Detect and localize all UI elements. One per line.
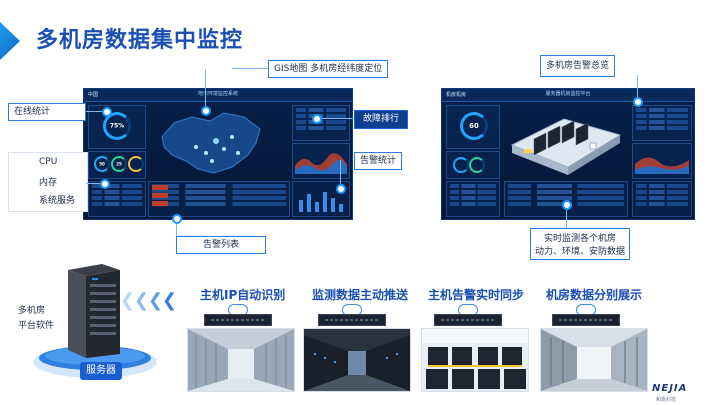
alarm-overview-marker-dot (633, 97, 643, 107)
machine-room-photo-4 (540, 328, 648, 392)
alarm-stats-marker-dot (336, 184, 346, 194)
alarm-list-panel (148, 181, 290, 217)
resource-marker-dot (100, 179, 110, 189)
trend-chart (632, 143, 692, 179)
rack-server-icon (552, 314, 620, 326)
room-ring-chart: 60 (460, 112, 488, 140)
rack-server-icon (434, 314, 502, 326)
fault-rank-callout: 故障排行 (354, 110, 409, 129)
online-ring-chart: 75% (103, 112, 131, 140)
gis-callout-line (232, 68, 268, 69)
chevron-left-icon: ❮ (120, 290, 136, 311)
server-software-label-2: 平台软件 (18, 321, 55, 331)
alarm-stats-chart (292, 143, 350, 179)
realtime-callout: 实时监测各个机房 动力、环境、安防数据 (530, 228, 630, 260)
alarm-list-callout: 告警列表 (176, 236, 266, 254)
alarm-overview-leader-line (637, 75, 638, 99)
feature-title-2: 监测数据主动推送 (312, 288, 409, 302)
bar-stats-chart (299, 192, 343, 212)
fault-leader-line (318, 118, 354, 119)
device-list-panel (446, 181, 500, 217)
cpu-label: CPU (39, 157, 58, 167)
gis-marker-dot (201, 106, 211, 116)
online-leader-line (86, 111, 106, 112)
room-ring-value: 60 (469, 122, 479, 130)
online-stats-callout: 在线统计 (8, 103, 86, 121)
fault-marker-dot (312, 114, 322, 124)
dashboard-brand: 中国 (88, 92, 99, 98)
online-marker-dot (102, 107, 112, 117)
company-logo-subtitle: 和嘉科技 (656, 397, 677, 403)
resource-panel (446, 151, 500, 179)
server-tower-icon (68, 264, 120, 358)
fault-rank-panel (292, 105, 350, 141)
chevron-left-icon: ❮ (162, 290, 178, 311)
page-title: 多机房数据集中监控 (36, 28, 244, 53)
machine-room-photo-3 (421, 328, 529, 392)
alarm-tag (152, 185, 168, 190)
bar-stats-panel (292, 181, 350, 217)
feature-title-4: 机房数据分别展示 (546, 288, 643, 302)
rack-server-icon (318, 314, 386, 326)
feature-title-1: 主机IP自动识别 (200, 288, 286, 302)
gis-callout: GIS地图 多机房经纬度定位 (268, 60, 389, 78)
server-software-label-1: 多机房 (18, 306, 46, 316)
server-badge: 服务器 (80, 362, 122, 380)
alarm-list-leader-line (176, 222, 177, 236)
system-service-panel (88, 181, 146, 217)
resource-callout-box: CPU 内存 系统服务 (8, 152, 88, 212)
realtime-line-2: 动力、环境、安防数据 (534, 247, 625, 257)
chevron-left-icon: ❮ (148, 290, 164, 311)
rack-server-icon (204, 314, 272, 326)
gis-leader-line (205, 70, 206, 110)
resource-panel: 50 25 (88, 151, 146, 179)
dashboard-brand: 机房机房 (446, 92, 467, 98)
header-accent-stripe (0, 22, 20, 60)
small-ring-chart (469, 157, 485, 173)
resource-leader-line (86, 183, 104, 184)
dashboard-header: 地市环境监控系统 (197, 91, 239, 97)
alarm-overview-callout: 多机房告警总览 (540, 55, 616, 77)
event-list-panel (632, 181, 692, 217)
small-ring-chart (453, 157, 469, 173)
machine-room-photo-2 (303, 328, 411, 392)
alarm-tag (152, 201, 168, 206)
realtime-leader-line (566, 206, 567, 228)
alarm-stats-leader-line (340, 160, 341, 186)
machine-room-photo-1 (187, 328, 295, 392)
realtime-marker-dot (562, 200, 572, 210)
memory-ring-value: 25 (116, 161, 122, 167)
memory-ring-chart: 25 (111, 156, 127, 172)
alarm-stats-callout: 告警统计 (354, 152, 403, 170)
alarm-list-marker-dot (172, 214, 182, 224)
alarm-tag (152, 193, 168, 198)
dashboard-header: 服务器机房监控平台 (545, 91, 591, 97)
3d-machine-room-view (510, 118, 622, 175)
dashboard-topbar: 机房机房 服务器机房监控平台 (442, 89, 694, 102)
disk-ring-chart (128, 156, 144, 172)
online-stats-panel: 75% (88, 105, 146, 149)
room-stats-panel: 60 (446, 105, 500, 149)
company-logo: NEJIA (652, 383, 688, 394)
left-dashboard-screenshot: 中国 地市环境监控系统 75% 50 25 (83, 88, 353, 220)
online-ring-value: 75% (109, 122, 125, 130)
cpu-ring-chart: 50 (94, 156, 110, 172)
realtime-line-1: 实时监测各个机房 (543, 234, 616, 244)
chevron-left-icon: ❮ (134, 290, 150, 311)
china-gis-map (161, 112, 261, 174)
cpu-ring-value: 50 (99, 161, 105, 167)
alarm-overview-panel (632, 105, 692, 141)
system-service-label: 系统服务 (39, 196, 76, 206)
dashboard-topbar: 中国 地市环境监控系统 (84, 89, 352, 102)
memory-label: 内存 (39, 178, 58, 188)
feature-title-3: 主机告警实时同步 (428, 288, 525, 302)
